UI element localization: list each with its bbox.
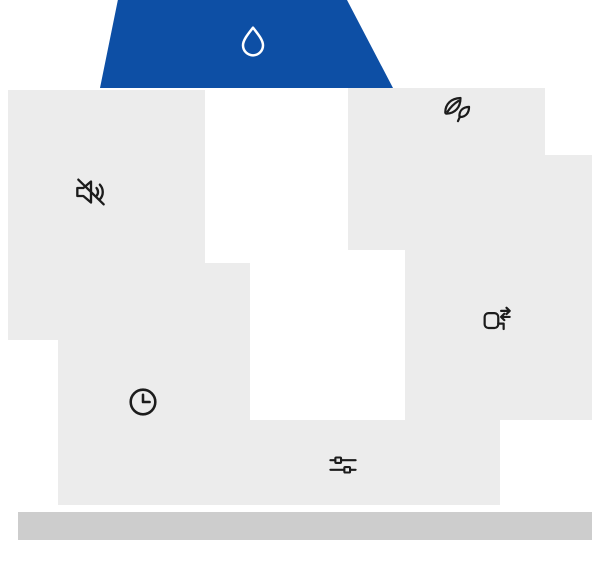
device-sync-icon bbox=[478, 303, 516, 341]
sliders-icon bbox=[325, 447, 361, 483]
water-drop-icon bbox=[233, 22, 273, 62]
device-sync-tile[interactable] bbox=[405, 155, 592, 420]
options-tile[interactable] bbox=[205, 420, 500, 505]
clock-icon bbox=[125, 384, 161, 420]
speaker-muted-icon bbox=[71, 172, 111, 212]
leaf-icon bbox=[438, 92, 476, 130]
water-banner[interactable] bbox=[100, 0, 393, 88]
bottom-bar bbox=[18, 512, 592, 540]
